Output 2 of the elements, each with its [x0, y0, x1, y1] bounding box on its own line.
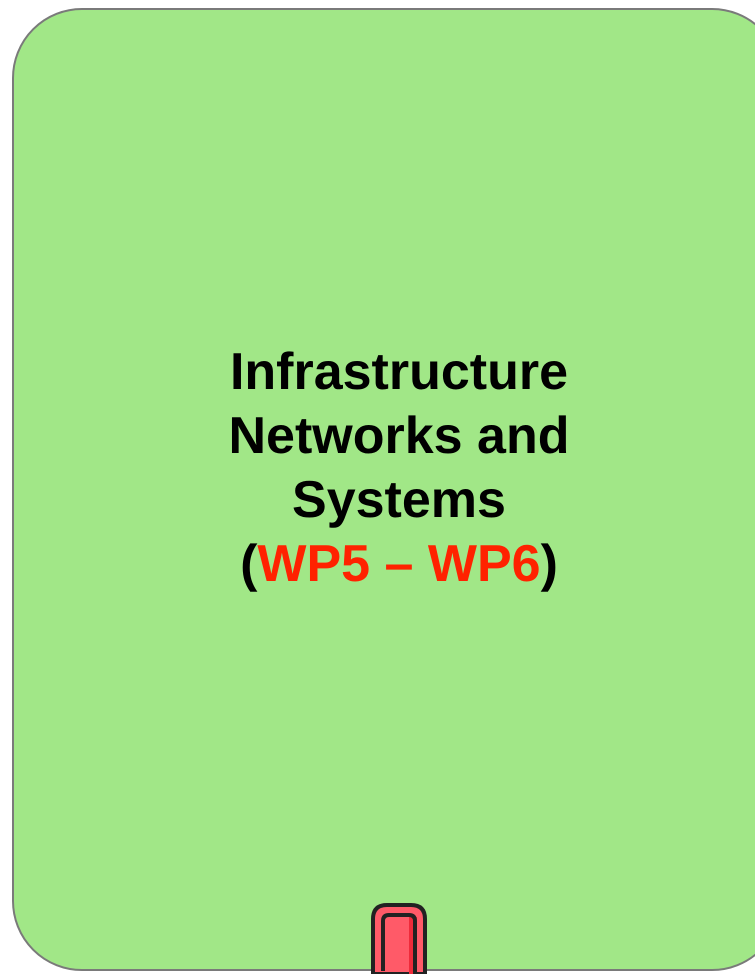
panel-title: Infrastructure Networks and Systems (WP5 – WP6)	[228, 342, 570, 595]
rounded-panel	[12, 8, 755, 971]
